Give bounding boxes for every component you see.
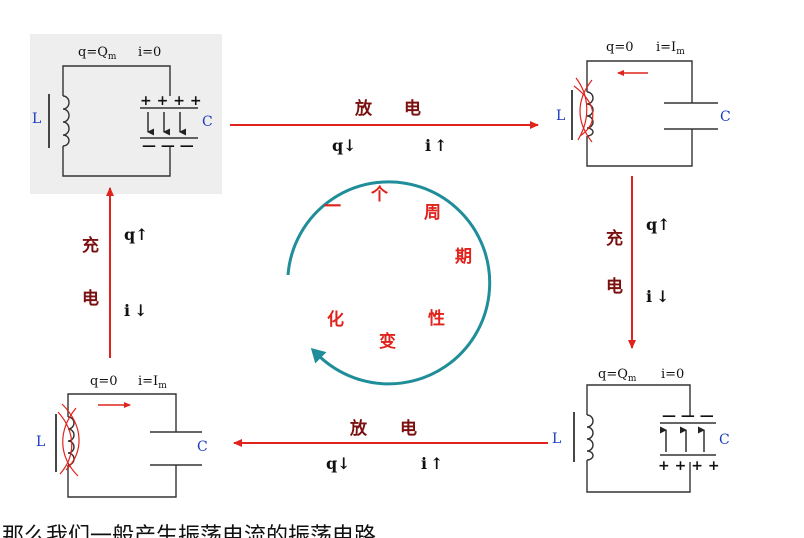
- circuit-wire-top: [67, 393, 177, 432]
- current-label: i=Im: [656, 40, 685, 57]
- circuit-wire-bottom: [586, 129, 693, 167]
- transition-label-char-2: 电: [400, 418, 417, 439]
- current-symbol: i: [646, 287, 652, 306]
- transition-label-char-1: 放: [354, 98, 373, 119]
- cycle-char-6: 变: [379, 331, 396, 352]
- capacitor-negative-charges: — — —: [142, 138, 194, 154]
- transition-bottom-discharge: 放 电 q ↓ i ↑: [233, 418, 548, 473]
- current-label: i=Im: [138, 374, 167, 391]
- capacitor-label: C: [720, 109, 731, 125]
- inductor-label: L: [552, 431, 561, 447]
- charge-label: q=Qm: [598, 367, 637, 384]
- cycle-char-1: 一: [324, 197, 341, 217]
- circuit-wire-top: [586, 384, 691, 416]
- cycle-char-2: 个: [370, 184, 389, 205]
- cycle-char-4: 期: [455, 247, 472, 267]
- transition-label-char-1: 充: [606, 228, 623, 249]
- charge-label: q=Qm: [78, 45, 117, 62]
- inductor-label: L: [32, 111, 41, 127]
- charge-decrease-arrow: ↓: [343, 136, 356, 155]
- state-bottom-left: q=0 i=Im L C: [36, 374, 208, 498]
- transition-left-charge: 充 电 q ↑ i ↓: [82, 187, 148, 358]
- charge-increase-arrow: ↑: [135, 225, 148, 244]
- state-top-right: q=0 i=Im L C: [556, 40, 731, 167]
- cycle-arrow: [286, 180, 492, 386]
- current-decrease-arrow: ↓: [134, 301, 147, 320]
- transition-label-char-2: 电: [404, 98, 421, 119]
- subtitle-text: 那么我们一般产生振荡电流的振荡电路: [2, 524, 376, 538]
- circuit-wire-top: [586, 60, 693, 103]
- circuit-wire-bottom: [62, 146, 171, 177]
- capacitor-positive-charges: + + + +: [140, 93, 202, 109]
- inductor-label: L: [556, 108, 565, 124]
- inductor-label: L: [36, 434, 45, 450]
- current-symbol: i: [421, 454, 427, 473]
- cycle-char-5: 性: [428, 308, 445, 329]
- current-label: i=0: [138, 45, 161, 60]
- current-label: i=0: [661, 367, 684, 382]
- transition-right-charge: 充 电 q ↑ i ↓: [606, 176, 670, 349]
- current-symbol: i: [425, 136, 431, 155]
- charge-decrease-arrow: ↓: [337, 454, 350, 473]
- transition-label-char-1: 放: [349, 418, 368, 439]
- charge-symbol: q: [124, 225, 135, 244]
- charge-symbol: q: [646, 215, 657, 234]
- charge-label: q=0: [90, 374, 118, 389]
- circuit-wire-bottom: [586, 460, 691, 493]
- transition-label-char-2: 电: [606, 276, 623, 297]
- charge-label: q=0: [606, 40, 634, 55]
- capacitor-label: C: [719, 432, 730, 448]
- cycle-indicator: 一 个 周 期 性 变 化: [286, 180, 492, 386]
- current-increase-arrow: ↑: [434, 136, 447, 155]
- capacitor-label: C: [197, 439, 208, 455]
- magnetic-field-lines: [57, 403, 80, 477]
- charge-symbol: q: [332, 136, 343, 155]
- transition-label-char-2: 电: [82, 288, 99, 309]
- capacitor-positive-charges: + + + +: [658, 458, 720, 474]
- inductor-coil: [586, 414, 594, 461]
- capacitor-negative-charges: — — —: [662, 408, 714, 424]
- charge-symbol: q: [326, 454, 337, 473]
- circuit-wire-bottom: [67, 465, 177, 498]
- capacitor-label: C: [202, 114, 213, 130]
- magnetic-field-lines: [573, 77, 594, 143]
- current-decrease-arrow: ↓: [656, 287, 669, 306]
- transition-label-char-1: 充: [82, 235, 99, 256]
- circuit-wire-top: [62, 65, 171, 96]
- current-symbol: i: [124, 301, 130, 320]
- cycle-char-3: 周: [424, 203, 441, 223]
- state-panel-background: [30, 34, 222, 194]
- current-increase-arrow: ↑: [430, 454, 443, 473]
- state-top-left: q=Qm i=0 L + + + + — — — C: [30, 34, 222, 194]
- charge-increase-arrow: ↑: [657, 215, 670, 234]
- state-bottom-right: q=Qm i=0 L — — — + + + + C: [552, 367, 730, 493]
- cycle-char-7: 化: [327, 309, 344, 330]
- inductor-coil: [67, 416, 75, 466]
- inductor-coil: [62, 95, 70, 147]
- transition-top-discharge: 放 电 q ↓ i ↑: [230, 98, 539, 155]
